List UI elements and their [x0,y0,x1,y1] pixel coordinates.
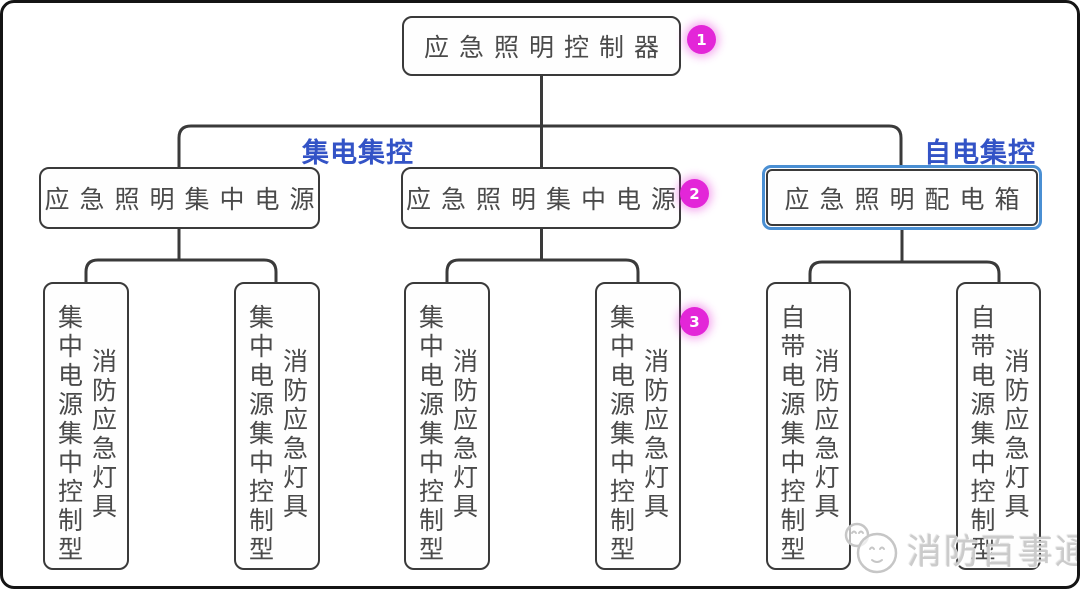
leaf-type-text: 自带电源集中控制型 [967,304,996,565]
leaf-device-text: 消防应急灯具 [449,348,479,522]
leaf-node-central-power-luminaire-4: 集中电源集中控制型 消防应急灯具 [595,282,681,570]
connector-left-bus [84,258,278,282]
node-central-power-supply-middle: 应急照明集中电源 [401,167,681,229]
leaf-node-self-powered-luminaire-1: 自带电源集中控制型 消防应急灯具 [766,282,851,570]
connector-lines [84,76,1001,284]
node-label: 应急照明控制器 [423,33,669,62]
leaf-node-central-power-luminaire-3: 集中电源集中控制型 消防应急灯具 [404,282,490,570]
leaf-type-text: 集中电源集中控制型 [245,304,275,565]
node-emergency-distribution-box: 应急照明配电箱 [766,169,1038,226]
leaf-device-text: 消防应急灯具 [1001,348,1030,522]
node-emergency-lighting-controller: 应急照明控制器 [402,16,681,76]
node-label: 应急照明集中电源 [406,185,687,214]
badge-number: 2 [689,184,700,203]
connector-top-bus [177,124,903,168]
leaf-device-text: 消防应急灯具 [88,348,118,522]
badge-number: 1 [696,30,707,49]
connector-middle-bus [445,258,640,282]
badge-1: 1 [687,25,716,54]
leaf-type-text: 集中电源集中控制型 [54,304,84,565]
leaf-type-text: 自带电源集中控制型 [777,304,806,565]
branch-label-text: 自电集控 [924,138,1036,169]
node-label: 应急照明集中电源 [44,185,325,214]
branch-label-text: 集电集控 [302,138,414,169]
leaf-type-text: 集中电源集中控制型 [606,304,636,565]
leaf-device-text: 消防应急灯具 [811,348,840,522]
branch-label-centralized-power-control: 集电集控 [302,131,414,170]
branch-label-self-contained-control: 自电集控 [924,131,1036,170]
connector-right-bus [808,260,1001,284]
node-label: 应急照明配电箱 [784,184,1030,214]
leaf-device-text: 消防应急灯具 [279,348,309,522]
leaf-node-central-power-luminaire-1: 集中电源集中控制型 消防应急灯具 [43,282,129,570]
leaf-node-central-power-luminaire-2: 集中电源集中控制型 消防应急灯具 [234,282,320,570]
leaf-type-text: 集中电源集中控制型 [415,304,445,565]
badge-number: 3 [689,312,700,331]
badge-3: 3 [680,307,709,336]
badge-2: 2 [680,179,709,208]
leaf-node-self-powered-luminaire-2: 自带电源集中控制型 消防应急灯具 [956,282,1041,570]
node-central-power-supply-left: 应急照明集中电源 [39,167,320,229]
highlight-box-distribution: 应急照明配电箱 [762,165,1042,230]
leaf-device-text: 消防应急灯具 [640,348,670,522]
